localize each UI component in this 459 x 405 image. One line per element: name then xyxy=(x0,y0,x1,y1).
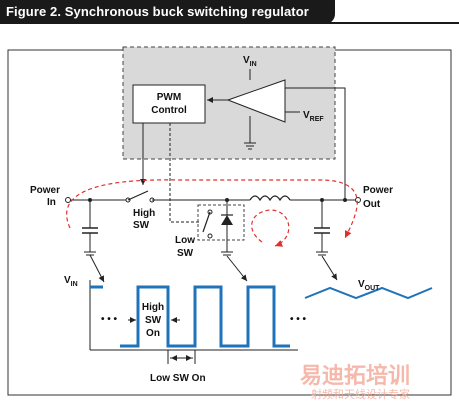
low-switch-blade xyxy=(202,211,211,233)
current-loop-main xyxy=(66,179,358,239)
high-sw-on-1: High xyxy=(142,302,164,313)
figure-title-bar: Figure 2. Synchronous buck switching reg… xyxy=(0,0,335,24)
arrow-to-vin-wave xyxy=(89,254,105,283)
current-loop-low xyxy=(251,209,290,247)
vout-label: VOUT xyxy=(358,279,380,292)
high-sw-label-2: SW xyxy=(133,220,150,231)
arrow-to-switch-wave xyxy=(226,255,248,282)
watermark-big: 易迪拓培训 xyxy=(300,363,410,388)
pwm-control-block xyxy=(132,84,206,124)
low-sw-on-label: Low SW On xyxy=(150,373,206,384)
pwm-to-low-sw xyxy=(169,123,200,223)
watermark-small: 射频和天线设计专家 xyxy=(311,387,410,401)
pwm-label-2: Control xyxy=(151,105,187,116)
low-switch-dashed-box xyxy=(197,204,245,241)
dots-right: • • • xyxy=(290,314,307,325)
diode xyxy=(221,215,233,225)
high-sw-on-3: On xyxy=(146,328,160,339)
arrow-to-vout-wave xyxy=(321,255,338,281)
inductor xyxy=(249,195,291,202)
high-switch-blade xyxy=(127,190,149,201)
low-sw-label-1: Low xyxy=(175,235,195,246)
vref-label: VREF xyxy=(303,110,324,123)
power-in-label-1: Power xyxy=(30,185,60,196)
low-sw-label-2: SW xyxy=(177,248,194,259)
pwm-label-1: PWM xyxy=(157,92,181,103)
figure-title: Figure 2. Synchronous buck switching reg… xyxy=(6,4,309,19)
vout-ripple-waveform xyxy=(304,286,433,300)
dots-left: • • • xyxy=(101,314,118,325)
title-rule xyxy=(0,22,459,24)
error-amplifier xyxy=(226,79,286,123)
switching-waveform xyxy=(120,285,290,348)
power-out-label-2: Out xyxy=(363,199,381,210)
power-in-label-2: In xyxy=(47,197,56,208)
vin-wave-label: VIN xyxy=(64,275,78,288)
high-sw-on-2: SW xyxy=(145,315,162,326)
high-sw-label-1: High xyxy=(133,208,155,219)
power-out-label-1: Power xyxy=(363,185,393,196)
feedback-line xyxy=(285,87,346,200)
vin-top-label: VIN xyxy=(243,55,257,68)
